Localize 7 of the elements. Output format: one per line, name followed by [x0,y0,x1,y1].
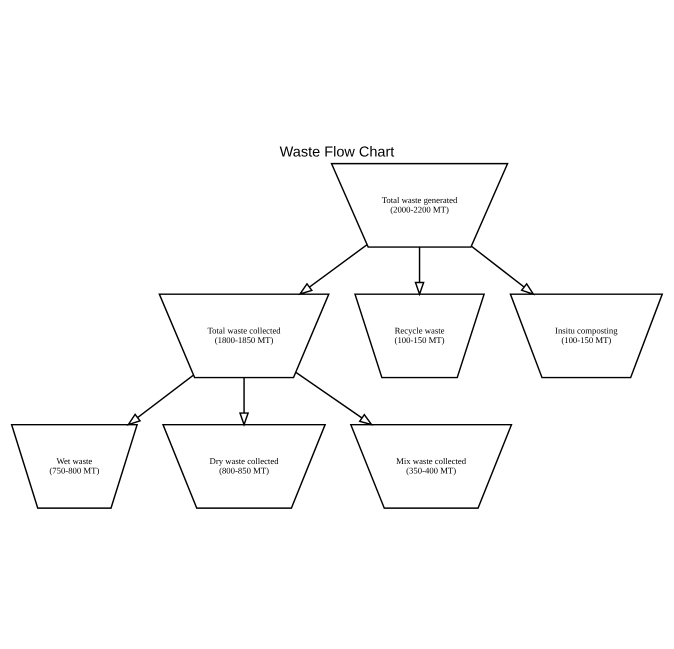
arrow [296,371,374,426]
arrow [470,245,536,295]
arrow [238,377,250,426]
diagram-title: Waste Flow Chart [280,144,394,160]
arrow [126,374,194,426]
arrow [414,246,425,296]
arrow [298,244,368,295]
